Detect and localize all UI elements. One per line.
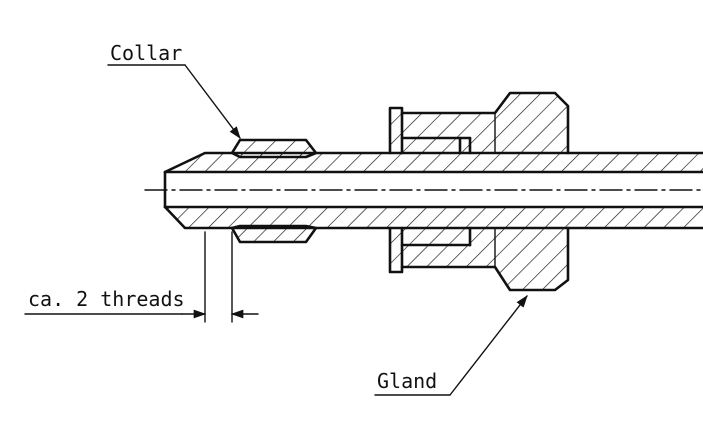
thread-dimension [24,231,259,323]
fitting-body-upper [388,91,570,155]
gland-leader [374,295,528,396]
tube-lower-wall [163,170,703,230]
collar-label: Collar [110,41,182,65]
collar-leader [107,64,241,140]
collar-upper [230,138,318,159]
threads-label: ca. 2 threads [28,287,185,311]
fitting-body-lower [388,226,570,292]
collar-lower [230,224,318,244]
gland-label: Gland [377,369,437,393]
